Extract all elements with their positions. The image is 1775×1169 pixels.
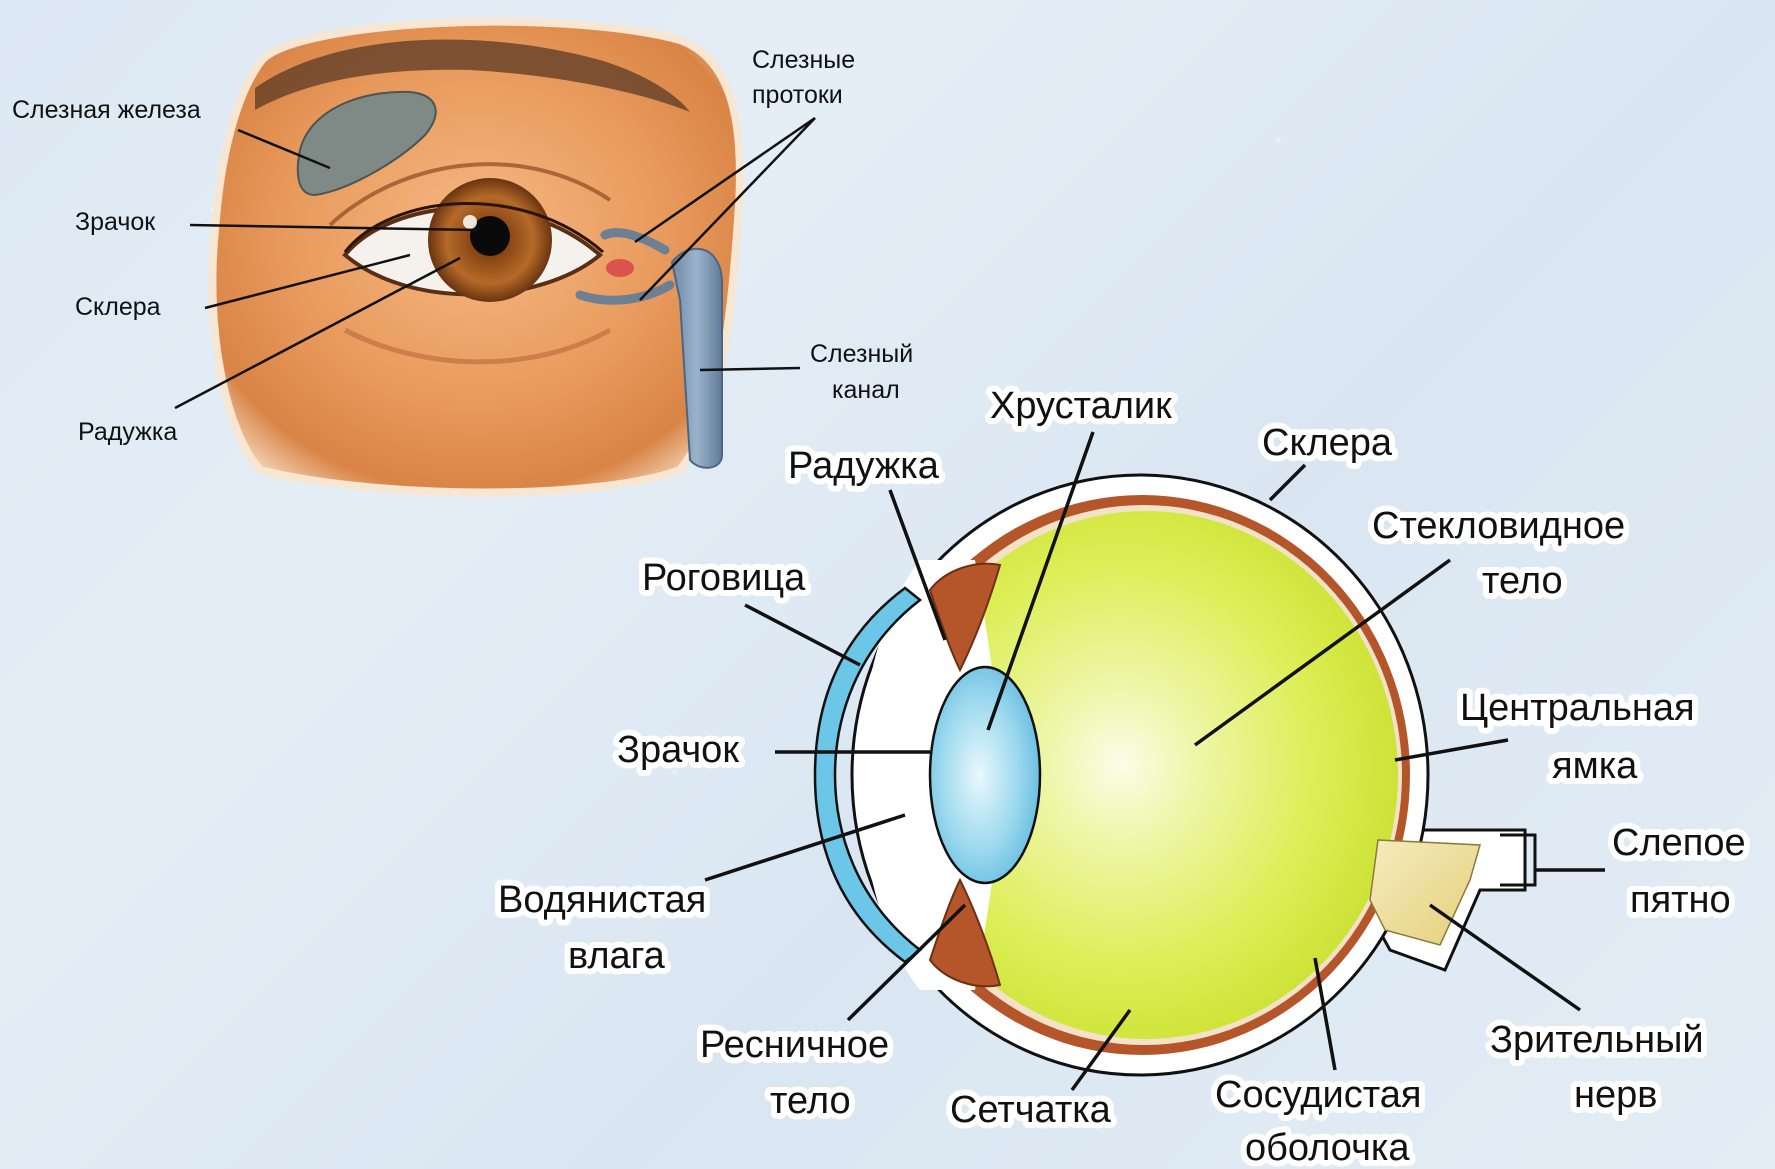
label-pupil-large: Зрачок	[617, 729, 739, 771]
external-eye-illustration	[212, 22, 740, 493]
eye-highlight	[463, 215, 477, 229]
label-lens: Хрусталик	[990, 385, 1172, 427]
eye-cross-section	[815, 475, 1535, 1075]
lens	[930, 667, 1040, 883]
label-lacrimal-canal-line1: Слезный	[810, 340, 913, 368]
leader-optic-nerve	[1430, 905, 1580, 1010]
label-optic-nerve-line1: Зрительный	[1490, 1019, 1704, 1061]
label-fovea-line1: Центральная	[1460, 687, 1695, 729]
leader-cornea	[745, 605, 860, 665]
label-lacrimal-gland: Слезная железа	[12, 96, 201, 124]
label-aqueous-line1: Водянистая	[498, 879, 706, 921]
label-cornea: Роговица	[642, 557, 806, 599]
label-optic-nerve-line2: нерв	[1574, 1074, 1657, 1116]
label-vitreous-line1: Стекловидное	[1372, 505, 1625, 547]
label-iris-large: Радужка	[788, 445, 940, 487]
label-ciliary-line2: тело	[770, 1080, 851, 1122]
label-fovea-line2: ямка	[1552, 745, 1638, 787]
label-choroid-line2: оболочка	[1245, 1127, 1410, 1169]
label-iris-small: Радужка	[78, 418, 177, 446]
label-pupil-small: Зрачок	[75, 208, 156, 236]
label-vitreous-line2: тело	[1482, 560, 1563, 602]
label-tear-ducts-line2: протоки	[752, 81, 843, 109]
label-retina: Сетчатка	[950, 1089, 1112, 1131]
caruncle	[606, 259, 634, 277]
label-blind-spot-line1: Слепое	[1612, 822, 1746, 864]
label-ciliary-line1: Ресничное	[700, 1024, 889, 1066]
label-choroid-line1: Сосудистая	[1215, 1074, 1421, 1116]
label-sclera-small: Склера	[75, 293, 161, 321]
label-sclera-large: Склера	[1262, 422, 1393, 464]
label-blind-spot-line2: пятно	[1630, 879, 1731, 921]
label-tear-ducts-line1: Слезные	[752, 46, 855, 74]
label-aqueous-line2: влага	[568, 935, 666, 977]
leader-sclera-large	[1270, 465, 1305, 500]
label-lacrimal-canal-line2: канал	[832, 376, 900, 404]
